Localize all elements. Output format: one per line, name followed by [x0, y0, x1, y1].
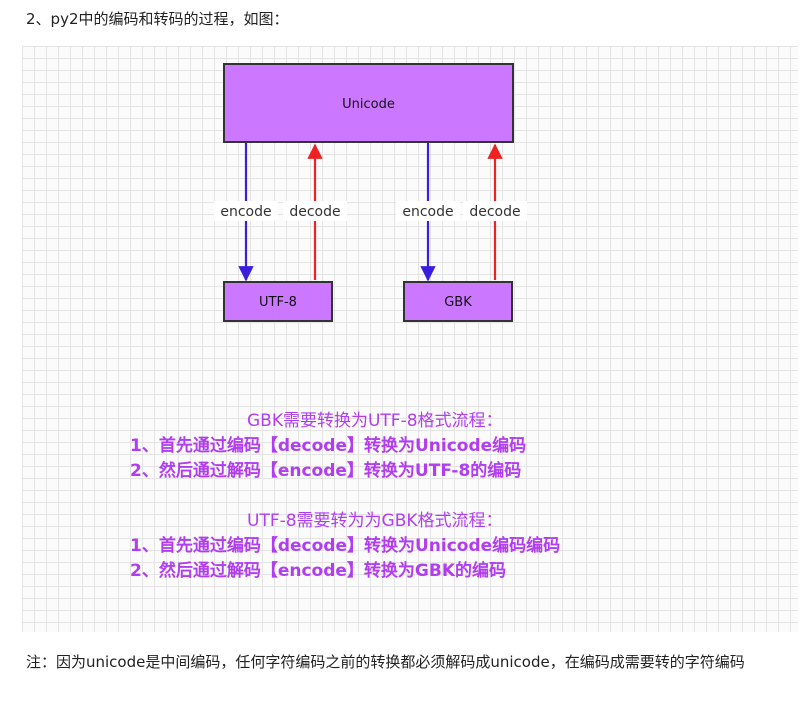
gbk-encode-label: encode [402, 204, 453, 220]
utf8-label: UTF-8 [259, 295, 297, 310]
utf8-decode-label: decode [289, 204, 340, 220]
gbk-box [403, 281, 513, 322]
utf8-encode-label: encode [220, 204, 271, 220]
utf8-flow-title: UTF-8需要转为为GBK格式流程： [247, 511, 503, 531]
diagram-canvas: Unicode UTF-8 GBK encode decode encode d… [130, 63, 560, 581]
gbk-decode-label: decode [469, 204, 520, 220]
unicode-label: Unicode [342, 97, 395, 112]
gbk-flow-title: GBK需要转换为UTF-8格式流程： [247, 411, 503, 431]
utf8-box [223, 281, 333, 322]
encoding-diagram: Unicode UTF-8 GBK encode decode encode d… [22, 46, 798, 632]
gbk-flow-step2: 2、然后通过解码【encode】转换为UTF-8的编码 [130, 460, 521, 481]
gbk-label: GBK [444, 295, 472, 310]
section-heading: 2、py2中的编码和转码的过程，如图： [26, 10, 289, 28]
utf8-flow-step1: 1、首先通过编码【decode】转换为Unicode编码编码 [130, 535, 560, 556]
footnote: 注：因为unicode是中间编码，任何字符编码之前的转换都必须解码成unicod… [26, 653, 745, 671]
unicode-box [223, 63, 514, 143]
gbk-flow-step1: 1、首先通过编码【decode】转换为Unicode编码 [130, 435, 526, 456]
utf8-flow-step2: 2、然后通过解码【encode】转换为GBK的编码 [130, 560, 506, 581]
